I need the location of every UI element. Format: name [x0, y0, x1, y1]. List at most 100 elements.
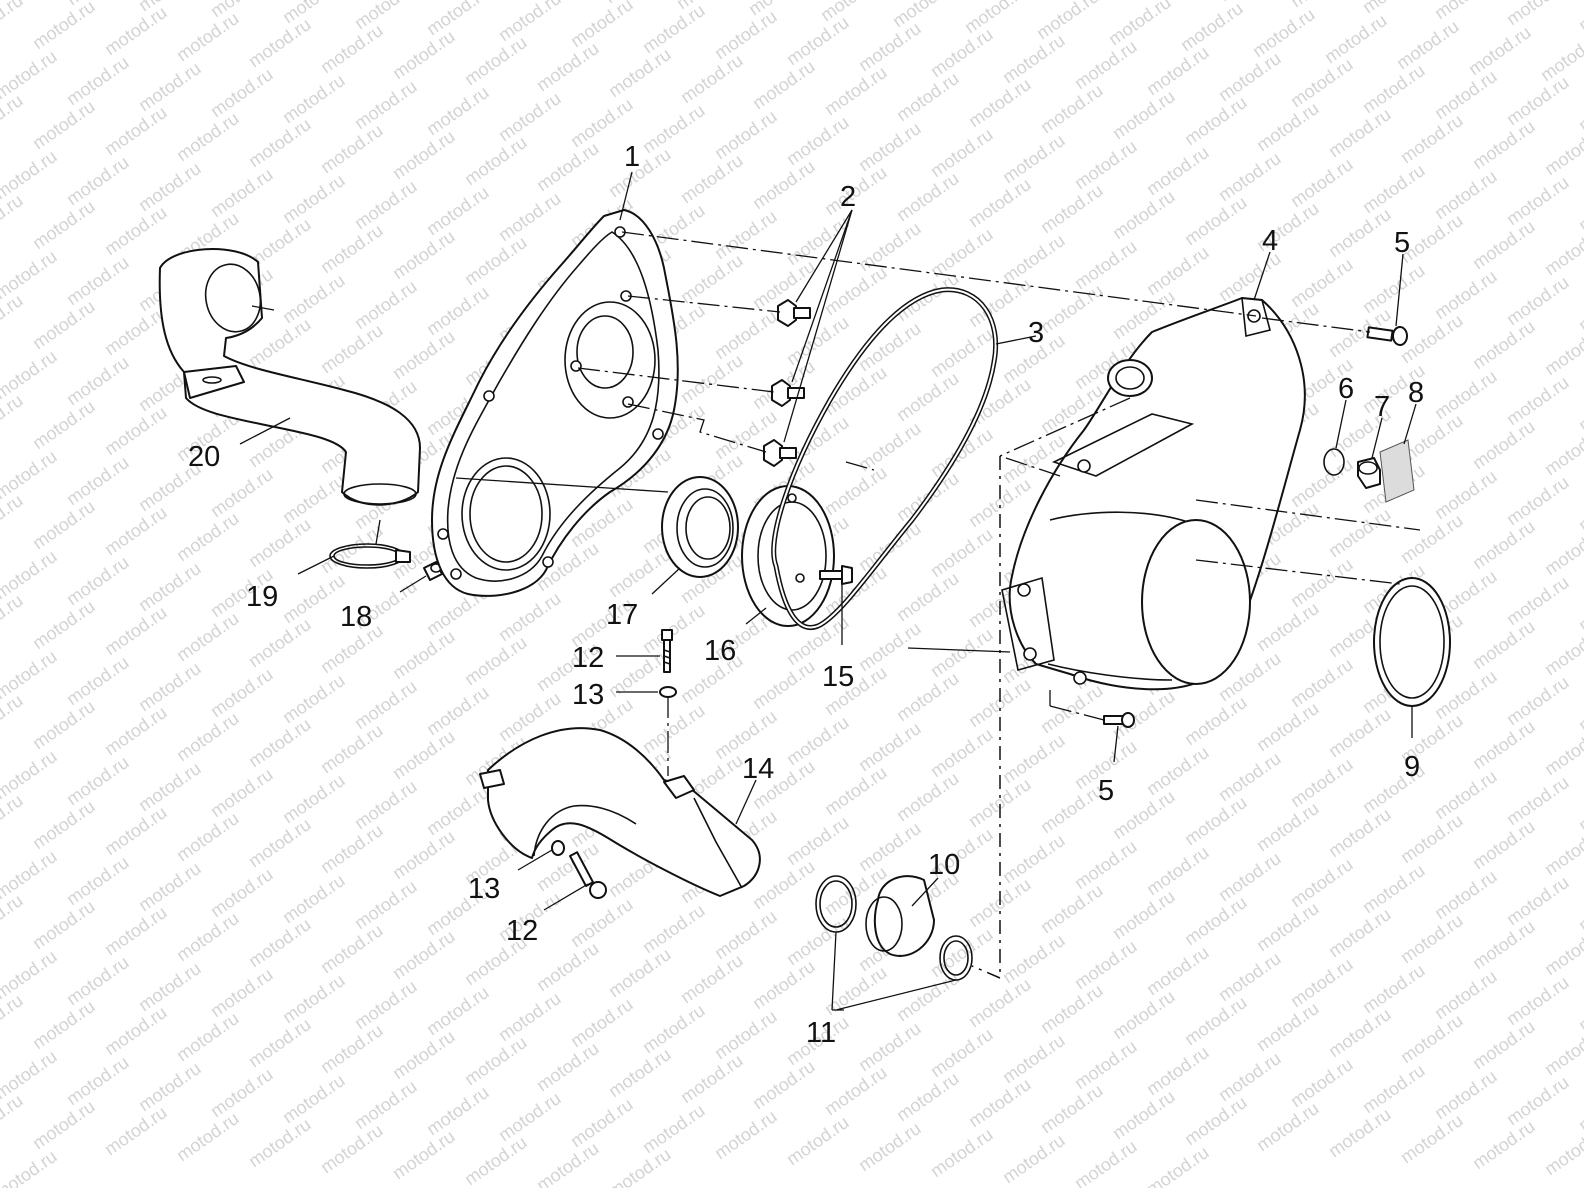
watermark-text: motod.ru: [965, 174, 1035, 231]
watermark-text: motod.ru: [63, 652, 133, 709]
watermark-text: motod.ru: [1359, 160, 1429, 217]
watermark-text: motod.ru: [135, 558, 205, 615]
watermark-text: motod.ru: [1541, 1122, 1584, 1179]
watermark-text: motod.ru: [101, 702, 171, 759]
watermark-text: motod.ru: [999, 1130, 1069, 1187]
watermark-text: motod.ru: [317, 720, 387, 777]
watermark-text: motod.ru: [1575, 978, 1584, 1035]
watermark-text: motod.ru: [1469, 716, 1539, 773]
screw-part-5-upper: [1366, 326, 1408, 346]
watermark-text: motod.ru: [711, 6, 781, 63]
watermark-text: motod.ru: [533, 38, 603, 95]
watermark-text: motod.ru: [893, 668, 963, 725]
watermark-text: motod.ru: [29, 696, 99, 753]
watermark-text: motod.ru: [893, 968, 963, 1025]
watermark-text: motod.ru: [855, 18, 925, 75]
watermark-text: motod.ru: [495, 988, 565, 1045]
watermark-text: motod.ru: [1287, 54, 1357, 111]
watermark-text: motod.ru: [711, 206, 781, 263]
watermark-text: motod.ru: [351, 276, 421, 333]
watermark-text: motod.ru: [1431, 866, 1501, 923]
watermark-text: motod.ru: [29, 1096, 99, 1153]
watermark-text: motod.ru: [533, 138, 603, 195]
watermark-text: motod.ru: [855, 218, 925, 275]
watermark-text: motod.ru: [1215, 948, 1285, 1005]
callout-10: 10: [928, 849, 960, 881]
watermark-text: motod.ru: [1181, 792, 1251, 849]
watermark-text: motod.ru: [1071, 1136, 1141, 1188]
watermark-text: motod.ru: [783, 712, 853, 769]
watermark-text: motod.ru: [927, 624, 997, 681]
decal-part-8: [1379, 439, 1415, 503]
watermark-text: motod.ru: [389, 326, 459, 383]
watermark-text: motod.ru: [1469, 416, 1539, 473]
watermark-text: motod.ru: [1037, 780, 1107, 837]
watermark-text: motod.ru: [1575, 778, 1584, 835]
watermark-text: motod.ru: [461, 132, 531, 189]
watermark-text: motod.ru: [1181, 192, 1251, 249]
watermark-text: motod.ru: [749, 1056, 819, 1113]
watermark-text: motod.ru: [245, 914, 315, 971]
callout-7: 7: [1374, 391, 1390, 423]
watermark-text: motod.ru: [29, 796, 99, 853]
watermark-text: motod.ru: [1287, 954, 1357, 1011]
watermark-text: motod.ru: [0, 190, 26, 247]
outer-cover-part-4: [1001, 297, 1306, 691]
watermark-text: motod.ru: [63, 952, 133, 1009]
watermark-text: motod.ru: [207, 664, 277, 721]
watermark-text: motod.ru: [207, 64, 277, 121]
watermark-text: motod.ru: [783, 812, 853, 869]
watermark-text: motod.ru: [351, 76, 421, 133]
callout-9: 9: [1404, 751, 1420, 783]
watermark-text: motod.ru: [711, 1106, 781, 1163]
assembly-lines: [455, 231, 1421, 979]
watermark-text: motod.ru: [207, 864, 277, 921]
watermark-text: motod.ru: [1253, 898, 1323, 955]
watermark-text: motod.ru: [0, 1090, 26, 1147]
watermark-text: motod.ru: [1393, 16, 1463, 73]
watermark-text: motod.ru: [173, 8, 243, 65]
watermark-text: motod.ru: [1541, 722, 1584, 779]
watermark-text: motod.ru: [63, 352, 133, 409]
watermark-text: motod.ru: [461, 632, 531, 689]
watermark-text: motod.ru: [1359, 60, 1429, 117]
watermark-text: motod.ru: [927, 224, 997, 281]
watermark-text: motod.ru: [0, 590, 26, 647]
watermark-text: motod.ru: [1071, 36, 1141, 93]
watermark-text: motod.ru: [1181, 892, 1251, 949]
watermark-text: motod.ru: [965, 74, 1035, 131]
watermark-text: motod.ru: [893, 1068, 963, 1125]
watermark-text: motod.ru: [639, 100, 709, 157]
screw-part-15: [819, 565, 853, 585]
watermark-text: motod.ru: [1287, 854, 1357, 911]
watermark-text: motod.ru: [1575, 278, 1584, 335]
watermark-text: motod.ru: [1325, 1104, 1395, 1161]
watermark-text: motod.ru: [279, 170, 349, 227]
watermark-text: motod.ru: [567, 1094, 637, 1151]
watermark-text: motod.ru: [1541, 1022, 1584, 1079]
watermark-text: motod.ru: [0, 290, 26, 347]
watermark-text: motod.ru: [999, 730, 1069, 787]
callout-15: 15: [822, 661, 854, 693]
watermark-text: motod.ru: [245, 614, 315, 671]
watermark-text: motod.ru: [1541, 922, 1584, 979]
callout-labels: 1 2 3 4 5 6 7 8 9 10 11 12 12 13 13 14 1…: [188, 141, 1424, 1049]
washer-part-13-upper: [659, 686, 677, 698]
callout-13-upper: 13: [572, 679, 604, 711]
watermark-text: motod.ru: [1215, 1048, 1285, 1105]
watermark-text: motod.ru: [1575, 378, 1584, 435]
watermark-text: motod.ru: [1109, 686, 1179, 743]
watermark-text: motod.ru: [999, 130, 1069, 187]
watermark-text: motod.ru: [567, 894, 637, 951]
watermark-text: motod.ru: [533, 938, 603, 995]
watermark-text: motod.ru: [567, 994, 637, 1051]
watermark-text: motod.ru: [999, 30, 1069, 87]
watermark-text: motod.ru: [783, 112, 853, 169]
watermark-text: motod.ru: [821, 962, 891, 1019]
watermark-text: motod.ru: [927, 324, 997, 381]
watermark-text: motod.ru: [317, 920, 387, 977]
watermark-text: motod.ru: [63, 752, 133, 809]
watermark-text: motod.ru: [639, 600, 709, 657]
watermark-text: motod.ru: [173, 1108, 243, 1165]
watermark-text: motod.ru: [1397, 1110, 1467, 1167]
